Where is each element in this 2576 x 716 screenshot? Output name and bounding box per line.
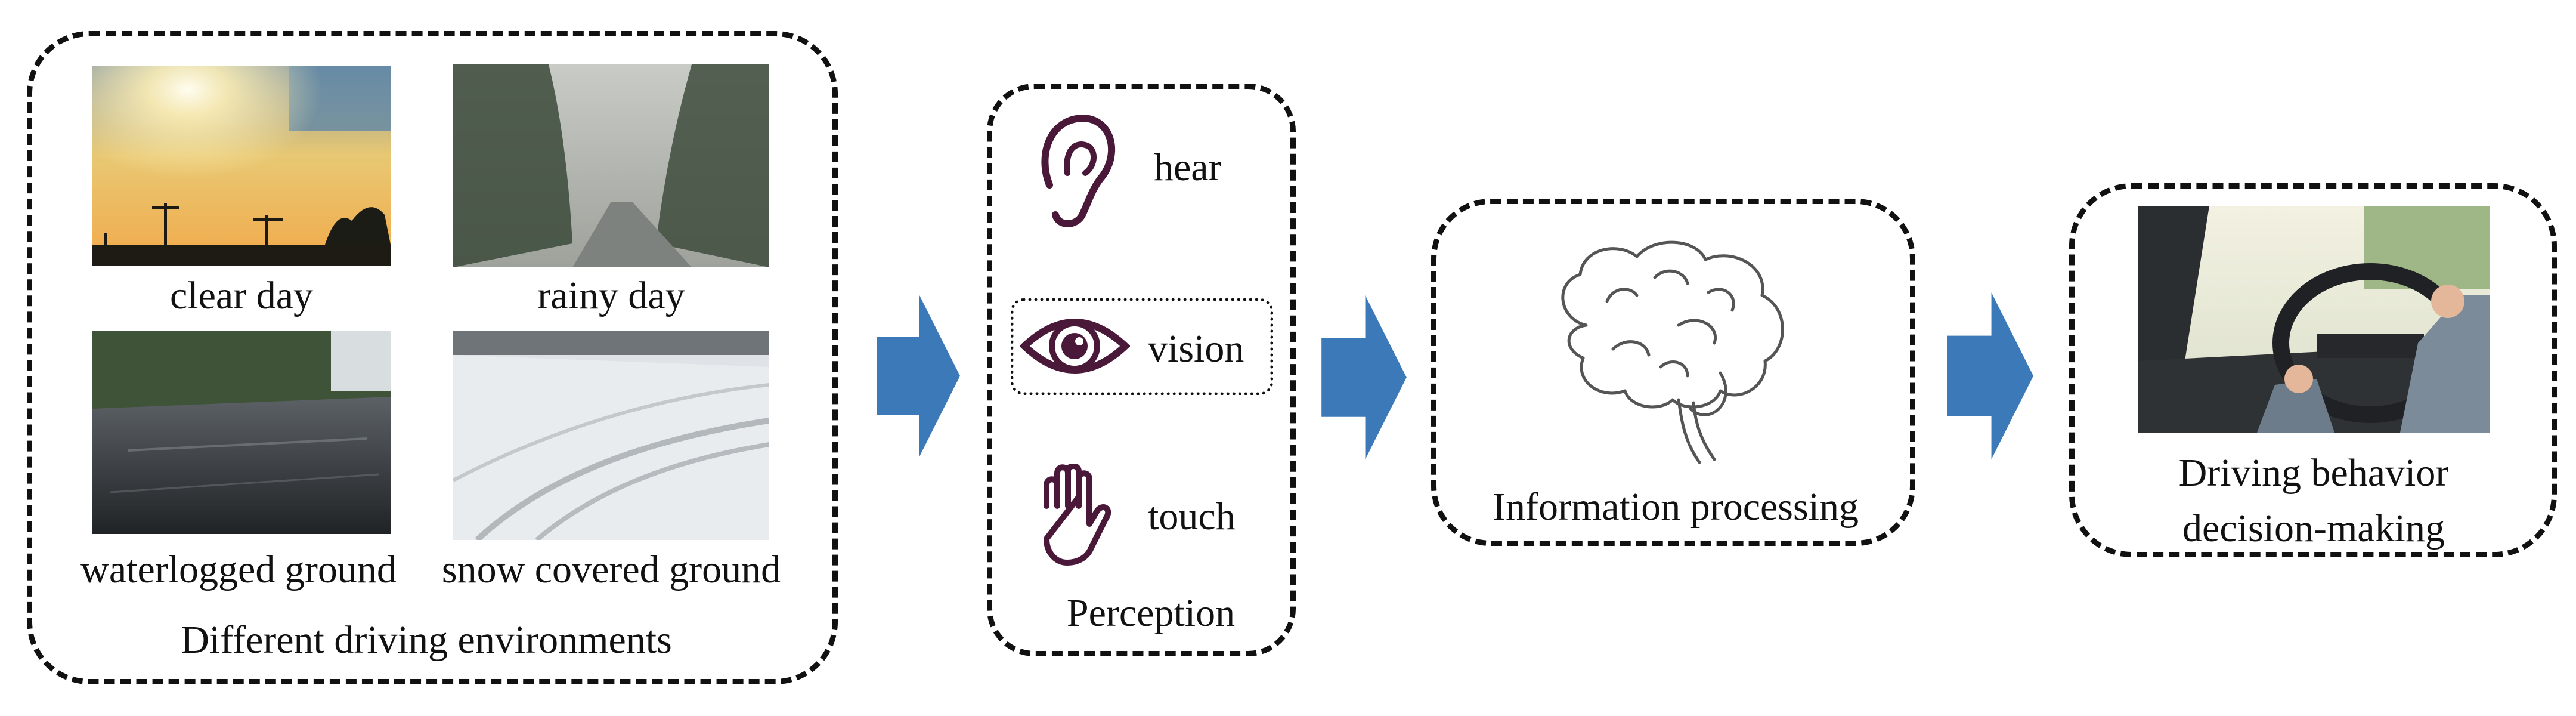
eye-icon <box>1020 307 1130 385</box>
rainy-day-label: rainy day <box>537 274 685 317</box>
rainy-day-photo <box>453 64 769 267</box>
clear-day-photo <box>92 66 391 266</box>
perception-box <box>987 84 1296 656</box>
information-processing-box <box>1431 199 1915 546</box>
decision-label-line2: decision-making <box>2182 507 2445 550</box>
driver-photo <box>2138 206 2490 433</box>
ear-icon <box>1035 113 1118 230</box>
touch-label: touch <box>1148 495 1236 538</box>
clear-day-label: clear day <box>170 274 313 317</box>
snow-covered-ground-photo <box>453 331 769 540</box>
information-processing-label: Information processing <box>1492 485 1859 529</box>
decision-box <box>2069 183 2557 557</box>
hear-label: hear <box>1154 146 1222 189</box>
perception-title: Perception <box>1066 591 1236 635</box>
hand-icon <box>1035 464 1112 566</box>
arrow-right-icon <box>877 295 960 456</box>
vision-highlight-frame <box>1011 298 1273 395</box>
snow-covered-ground-label: snow covered ground <box>441 548 781 591</box>
environments-title: Different driving environments <box>181 618 672 662</box>
waterlogged-ground-photo <box>92 331 391 534</box>
arrow-right-icon <box>1947 292 2033 459</box>
brain-icon <box>1541 230 1798 465</box>
vision-label: vision <box>1148 327 1244 371</box>
environments-box <box>27 31 838 684</box>
waterlogged-ground-label: waterlogged ground <box>80 548 397 591</box>
decision-label-line1: Driving behavior <box>2178 451 2449 495</box>
arrow-right-icon <box>1321 295 1407 459</box>
